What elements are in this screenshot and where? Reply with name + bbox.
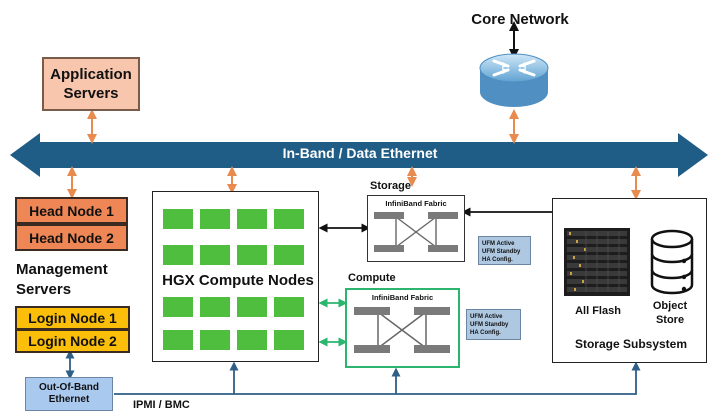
login-node-2: Login Node 2 (15, 329, 130, 353)
oob-bus-line (114, 361, 641, 395)
data-ethernet-label: In-Band / Data Ethernet (282, 145, 438, 161)
compute-ufm-note: UFM Active UFM Standby HA Config. (466, 309, 521, 340)
gpu-tile (200, 209, 230, 229)
compute-switch-icon (354, 307, 450, 353)
object-store-label: Object Store (652, 300, 688, 326)
head-node-2: Head Node 2 (15, 224, 128, 251)
storage-fabric-label: InfiniBand Fabric (385, 199, 447, 208)
gpu-tile (274, 330, 304, 350)
gpu-tile (237, 297, 267, 317)
gpu-tile (274, 245, 304, 265)
out-of-band-ethernet: Out-Of-Band Ethernet (25, 377, 113, 411)
gpu-tile (274, 209, 304, 229)
hgx-compute-nodes-label: HGX Compute Nodes (162, 272, 314, 289)
storage-subsystem-title: Storage Subsystem (574, 337, 688, 351)
object-store-icon (650, 229, 694, 295)
compute-fabric-label: InfiniBand Fabric (371, 293, 434, 302)
management-servers-title: Management Servers (16, 261, 108, 298)
all-flash-label: All Flash (575, 305, 621, 317)
storage-switch-icon (374, 212, 458, 252)
core-network-title: Core Network (471, 11, 569, 28)
compute-fabric-box (345, 288, 460, 368)
hgx-compute-nodes-box (152, 191, 319, 362)
gpu-tile (237, 209, 267, 229)
login-node-1: Login Node 1 (15, 306, 130, 330)
application-servers: Application Servers (42, 57, 140, 111)
all-flash-array-icon (564, 228, 630, 296)
gpu-tile (200, 330, 230, 350)
gpu-tile (200, 245, 230, 265)
gpu-tile (274, 297, 304, 317)
gpu-tile (237, 245, 267, 265)
head-node-1: Head Node 1 (15, 197, 128, 224)
gpu-tile (163, 297, 193, 317)
ipmi-bmc-label: IPMI / BMC (133, 399, 190, 411)
storage-ufm-note: UFM Active UFM Standby HA Config. (478, 236, 531, 265)
data-ethernet-bus (10, 133, 708, 177)
gpu-tile (163, 330, 193, 350)
storage-fabric-title: Storage (370, 180, 411, 192)
gpu-tile (163, 209, 193, 229)
router-icon (479, 53, 549, 107)
compute-fabric-title: Compute (348, 272, 396, 284)
gpu-tile (237, 330, 267, 350)
gpu-tile (200, 297, 230, 317)
gpu-tile (163, 245, 193, 265)
